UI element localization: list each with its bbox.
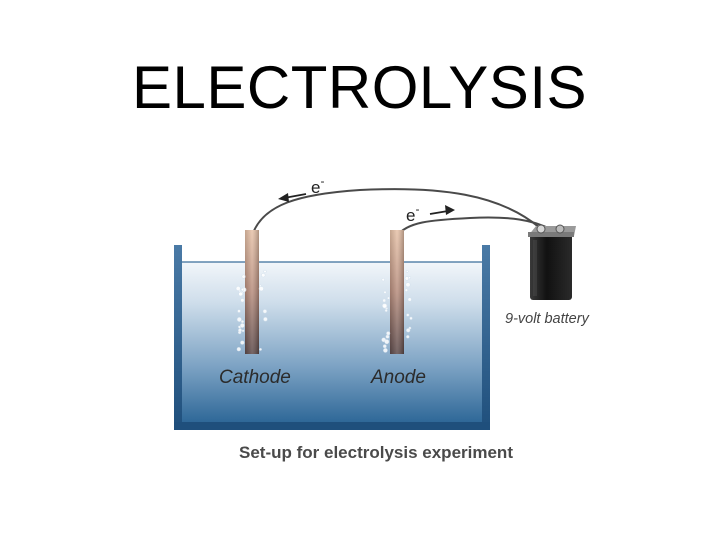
electron-label-cathode: e- xyxy=(311,174,324,197)
anode-wire xyxy=(396,216,553,237)
bubble-icon xyxy=(236,347,241,352)
bubble-icon xyxy=(239,323,245,328)
bubble-icon xyxy=(237,309,241,313)
bubble-icon xyxy=(382,303,388,309)
electrolyte-water xyxy=(182,262,482,422)
bubble-icon xyxy=(259,347,262,351)
electron-arrow-right-icon xyxy=(429,205,455,215)
bubble-icon xyxy=(407,297,412,302)
anode-electrode xyxy=(390,230,404,354)
bubble-icon xyxy=(404,276,409,281)
bubble-icon xyxy=(236,317,242,322)
cathode-label: Cathode xyxy=(219,367,291,388)
bubble-icon xyxy=(384,339,390,345)
bubble-icon xyxy=(241,274,246,279)
bubble-icon xyxy=(405,282,411,288)
bubble-icon xyxy=(240,288,245,292)
bubble-icon xyxy=(406,328,411,333)
slide-title: ELECTROLYSIS xyxy=(131,54,588,121)
bubble-icon xyxy=(382,344,387,349)
tank-right-wall xyxy=(482,245,490,430)
electron-arrow-left-icon xyxy=(278,193,307,202)
bubble-icon xyxy=(409,316,413,320)
tank-left-wall xyxy=(174,245,182,430)
battery-icon xyxy=(528,224,576,300)
bubble-icon xyxy=(258,286,264,292)
bubble-icon xyxy=(386,331,391,336)
bubble-icon xyxy=(383,348,388,353)
bubble-icon xyxy=(261,273,266,278)
bubble-icon xyxy=(235,286,241,291)
bubble-icon xyxy=(404,288,408,292)
bubble-icon xyxy=(259,284,262,287)
bubble-icon xyxy=(263,269,267,274)
bubble-icon xyxy=(381,278,385,282)
bubble-icon xyxy=(405,270,409,273)
bubble-icon xyxy=(241,329,245,333)
bubble-icon xyxy=(238,328,242,333)
tank-bottom xyxy=(174,422,490,430)
bubble-icon xyxy=(240,340,245,345)
battery-terminal-negative xyxy=(536,224,546,234)
bubble-icon xyxy=(262,309,267,314)
bubble-icon xyxy=(382,298,387,303)
bubble-icon xyxy=(406,335,410,339)
anode-bubbles xyxy=(381,270,413,353)
anode-label: Anode xyxy=(370,367,426,388)
battery-terminal-positive xyxy=(555,224,565,234)
diagram-caption: Set-up for electrolysis experiment xyxy=(239,443,513,462)
bubble-icon xyxy=(385,334,390,339)
bubble-icon xyxy=(384,309,388,313)
bubble-icon xyxy=(387,296,390,300)
bubble-icon xyxy=(238,291,243,297)
water-tank xyxy=(174,245,490,430)
electron-label-anode: e- xyxy=(406,202,419,225)
bubble-icon xyxy=(263,317,268,322)
bubble-icon xyxy=(406,313,410,317)
wires xyxy=(251,188,553,237)
cathode-electrode xyxy=(245,230,259,354)
bubble-icon xyxy=(240,298,245,303)
cathode-bubbles xyxy=(235,269,268,352)
battery-label: 9-volt battery xyxy=(505,311,590,327)
bubble-icon xyxy=(383,290,387,294)
bubble-icon xyxy=(240,320,244,324)
cathode-wire xyxy=(251,188,541,237)
